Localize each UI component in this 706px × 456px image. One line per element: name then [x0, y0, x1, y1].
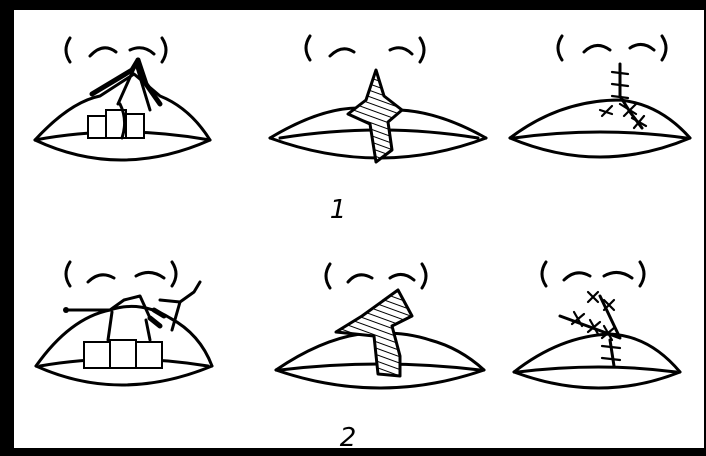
diagram-panel: [14, 10, 704, 448]
row-label-2: 2: [340, 423, 357, 453]
exposed-teeth: [84, 340, 162, 368]
row-label-1: 1: [330, 195, 347, 225]
